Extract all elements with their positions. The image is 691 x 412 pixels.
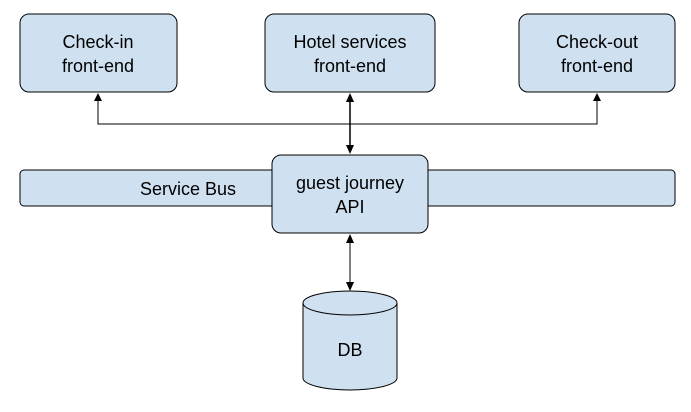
arrowhead-api-down <box>346 145 354 154</box>
frontend-connectors <box>94 93 601 154</box>
arrowhead-api-up <box>346 234 354 243</box>
db-label: DB <box>337 340 362 360</box>
arrowhead-db-down <box>346 282 354 291</box>
db-node: DB <box>302 290 398 391</box>
checkout-frontend-label-line1: Check-out <box>556 32 638 52</box>
hotel-services-frontend-label-line1: Hotel services <box>293 32 406 52</box>
checkin-frontend-label-line1: Check-in <box>62 32 133 52</box>
api-label-line1: guest journey <box>296 173 404 193</box>
arrowhead-checkout <box>593 93 601 101</box>
hotel-services-frontend-label-line2: front-end <box>314 56 386 76</box>
arrowhead-checkin <box>94 93 102 101</box>
connector-api-to-checkin <box>97 100 350 125</box>
service-bus-label: Service Bus <box>140 179 236 199</box>
checkout-frontend-label-line2: front-end <box>561 56 633 76</box>
db-cylinder-top <box>302 290 398 316</box>
db-connector <box>346 234 354 291</box>
connector-api-to-checkout <box>350 100 598 125</box>
checkout-frontend-node: Check-out front-end <box>518 13 676 93</box>
guest-journey-api-node: guest journey API <box>271 154 429 234</box>
checkin-frontend-node: Check-in front-end <box>19 13 178 93</box>
hotel-services-frontend-node: Hotel services front-end <box>264 13 436 93</box>
db-cylinder-body <box>302 303 398 391</box>
checkin-frontend-label-line2: front-end <box>62 56 134 76</box>
api-label-line2: API <box>335 197 364 217</box>
arrowhead-hotel-up <box>346 93 354 102</box>
